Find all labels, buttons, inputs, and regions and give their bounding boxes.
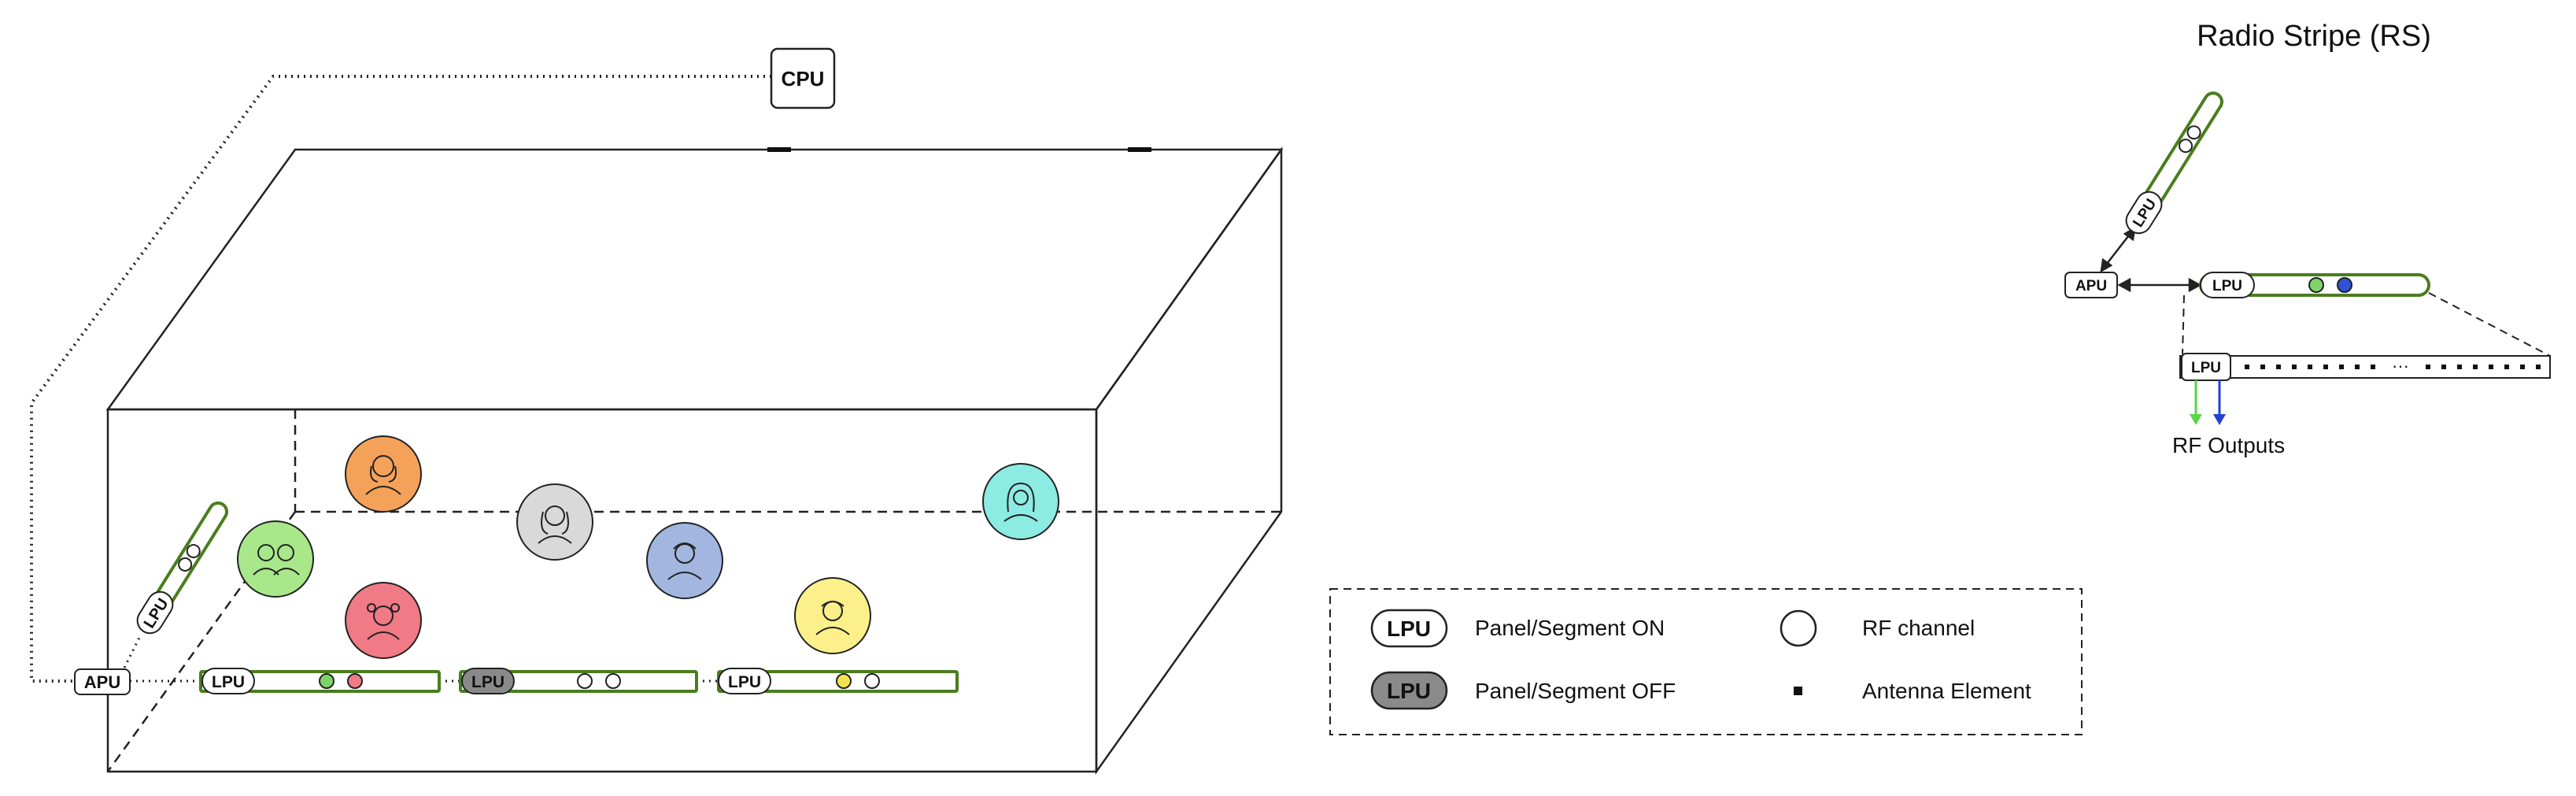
cpu-label: CPU (782, 67, 825, 91)
rf-outputs-label: RF Outputs (2172, 433, 2285, 457)
rs-horizontal-stripe: LPU (2199, 272, 2430, 298)
user-green (237, 520, 314, 598)
lpu-on-pill (718, 668, 771, 694)
rf-channel (2186, 125, 2201, 140)
man-icon (667, 542, 702, 580)
fronthaul-link (30, 75, 771, 683)
green-arrow-head (2190, 414, 2202, 425)
radio-stripe-title: Radio Stripe (RS) (2197, 20, 2431, 53)
rf-channel-pink (347, 673, 363, 689)
legend-border (1329, 588, 2083, 735)
apu-lpu-arrows (2100, 226, 2202, 293)
lpu-off-pill (461, 668, 515, 694)
rf-output-arrows (2190, 380, 2226, 425)
stripe-segment-2: LPU (459, 668, 698, 694)
lpu-label: LPU (212, 673, 245, 691)
woman-long-hair-icon (538, 505, 572, 544)
users (237, 435, 1059, 659)
rf-channel-green (2308, 277, 2324, 293)
lpu-on-pill (201, 668, 255, 694)
legend-label-rf: RF channel (1862, 616, 1975, 640)
woman-icon (365, 455, 401, 495)
rf-channel (186, 543, 201, 558)
legend-label-on: Panel/Segment ON (1475, 616, 1665, 640)
user-cyan (982, 463, 1059, 540)
legend-lpu-off-text: LPU (1387, 679, 1431, 703)
lpu-label: LPU (2191, 360, 2221, 376)
lpu-on-pill (2200, 272, 2255, 298)
lpu-label: LPU (471, 673, 504, 691)
legend-label-off: Panel/Segment OFF (1475, 679, 1676, 703)
room-right-face (1095, 146, 1283, 775)
antenna-ellipsis: ··· (2392, 356, 2409, 376)
blue-arrow-head (2213, 414, 2226, 425)
apu-left-label: APU (84, 672, 120, 692)
stripe-segment-1: LPU (199, 668, 441, 694)
apu-box-left: APU (74, 668, 131, 695)
ceiling-mark-2 (1128, 147, 1151, 152)
rf-channel-blue (2337, 277, 2352, 293)
user-yellow (794, 577, 871, 654)
stripe-segment-3: LPU (717, 668, 959, 694)
boy-icon (815, 601, 850, 635)
radio-stripe-panel: Radio Stripe (RS) APU LPU LPU (2064, 20, 2551, 457)
legend-antenna-square-symbol (1794, 687, 1802, 695)
rf-channel (2178, 139, 2193, 154)
apu-right-label: APU (2075, 278, 2107, 294)
legend-rf-circle-symbol (1780, 609, 1817, 647)
zoom-lines (2182, 292, 2551, 357)
apu-box-right (2064, 272, 2118, 298)
user-orange (345, 435, 422, 513)
cpu-box: CPU (770, 47, 836, 109)
girl-icon (367, 603, 400, 640)
lpu-label: LPU (728, 673, 761, 691)
rf-channel-yellow (836, 673, 852, 689)
user-pink (345, 582, 422, 659)
rf-channel (178, 557, 193, 572)
legend-lpu-on-symbol (1370, 609, 1448, 648)
ceiling-mark-1 (767, 147, 791, 152)
legend-lpu-off-symbol (1370, 671, 1448, 710)
user-gray (516, 483, 593, 561)
rf-channel-green (319, 673, 334, 689)
two-people-icon (253, 544, 300, 576)
legend: LPU Panel/Segment ON LPU Panel/Segment O… (1329, 588, 2083, 735)
legend-lpu-on-text: LPU (1387, 616, 1431, 641)
rf-channel (577, 673, 593, 689)
legend-label-antenna: Antenna Element (1862, 679, 2031, 703)
rs-zoomed-segment: ··· LPU (2179, 353, 2551, 381)
lpu-label: LPU (2212, 278, 2242, 294)
rf-channel (864, 673, 880, 689)
room-top-face (105, 148, 1284, 411)
antenna-elements (2245, 365, 2541, 369)
lpu-on-pill (2181, 353, 2231, 381)
woman-hijab-icon (1003, 482, 1038, 522)
rf-channel (605, 673, 621, 689)
user-blue (646, 522, 723, 599)
rs-tilted-stripe: LPU (2125, 91, 2223, 235)
